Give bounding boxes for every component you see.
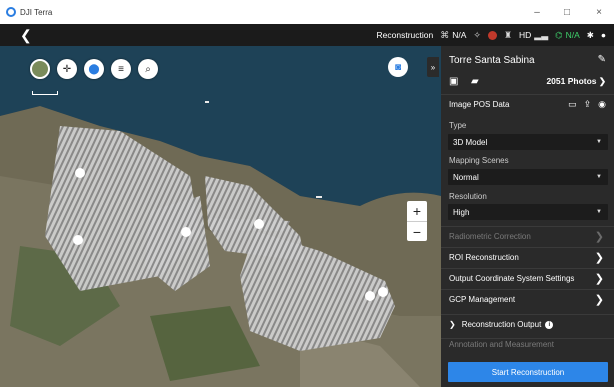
photo-count[interactable]: 2051 Photos ❯ — [546, 76, 606, 86]
annotation-row[interactable]: Annotation and Measurement — [441, 338, 614, 350]
zoom-in-button[interactable]: + — [412, 203, 422, 219]
user-button[interactable]: ● — [601, 30, 606, 40]
gcp-management-label: GCP Management — [449, 295, 516, 304]
gps-status: ✧ — [473, 30, 481, 41]
search-button[interactable]: ⌕ — [138, 59, 158, 79]
image-icon: ▣ — [449, 76, 459, 87]
image-pos-data-label: Image POS Data — [449, 100, 510, 109]
mapping-scenes-value: Normal — [453, 172, 479, 182]
crosshair-icon: ✛ — [62, 63, 72, 75]
output-coordinate-row[interactable]: Output Coordinate System Settings ❯ — [441, 268, 614, 288]
aircraft-icon: ⌘ — [440, 29, 450, 40]
satellite-icon: ✧ — [473, 29, 481, 40]
search-icon: ⌕ — [145, 63, 151, 75]
list-button[interactable]: ≡ — [111, 59, 131, 79]
zoom-control: + − — [407, 201, 427, 241]
project-name: Torre Santa Sabina — [449, 55, 535, 66]
record-status — [487, 30, 497, 40]
record-icon — [487, 30, 497, 40]
zoom-out-button[interactable]: − — [407, 221, 427, 241]
type-label: Type — [449, 121, 467, 130]
reconstruction-panel: Torre Santa Sabina ✎ ▣ ▰ 2051 Photos ❯ I… — [441, 46, 614, 387]
window-title: DJI Terra — [20, 7, 53, 17]
output-coordinate-label: Output Coordinate System Settings — [449, 274, 575, 283]
remote-signal: ♜ — [504, 30, 512, 41]
caret-down-icon: ▼ — [596, 209, 602, 215]
roi-reconstruction-label: ROI Reconstruction — [449, 253, 519, 262]
aircraft-status-value: N/A — [452, 30, 467, 40]
hd-signal: HD ▂▃ — [519, 30, 548, 41]
satellite-map — [0, 46, 441, 387]
caret-down-icon: ▼ — [596, 139, 602, 145]
resolution-value: High — [453, 207, 470, 217]
window-titlebar: DJI Terra – □ × — [0, 0, 614, 24]
list-icon: ≡ — [118, 63, 124, 75]
map-view[interactable]: ✛ ⬤ ≡ ⌕ ◙ » + − — [0, 46, 441, 387]
settings-button[interactable]: ✱ — [587, 30, 594, 41]
status-group: Reconstruction ⌘ N/A ✧ ♜ HD ▂▃ ⌬ N/A ✱ ● — [377, 24, 606, 46]
location-pin-icon: ⬤ — [88, 63, 100, 75]
radiometric-correction-row[interactable]: Radiometric Correction ❯ — [441, 226, 614, 246]
hd-label: HD — [519, 30, 532, 40]
gcp-management-row[interactable]: GCP Management ❯ — [441, 289, 614, 309]
remote-controller-icon: ♜ — [503, 29, 513, 40]
signal-bars-icon: ▂▃ — [534, 29, 549, 40]
map-layer-button[interactable] — [30, 59, 50, 79]
reconstruction-output-row[interactable]: ❯ Reconstruction Output i — [441, 314, 614, 334]
type-value: 3D Model — [453, 137, 488, 147]
rtk-status-value: N/A — [565, 30, 580, 40]
camera-button[interactable]: ◙ — [388, 57, 408, 77]
camera-icon: ◙ — [394, 61, 402, 73]
map-scale-bar — [32, 91, 58, 95]
caret-down-icon: ▼ — [596, 174, 602, 180]
edit-project-button[interactable]: ✎ — [598, 54, 606, 65]
type-select[interactable]: 3D Model ▼ — [448, 134, 608, 150]
annotation-label: Annotation and Measurement — [449, 340, 554, 349]
locate-aircraft-button[interactable]: ✛ — [57, 59, 77, 79]
map-toolbar: ✛ ⬤ ≡ ⌕ — [30, 59, 158, 79]
reconstruction-output-label: Reconstruction Output — [461, 320, 542, 329]
folder-icon: ▰ — [471, 76, 479, 87]
minimize-button[interactable]: – — [534, 6, 540, 18]
gear-icon: ✱ — [586, 29, 594, 40]
collapse-panel-button[interactable]: » — [427, 57, 439, 77]
start-reconstruction-button[interactable]: Start Reconstruction — [448, 362, 608, 382]
eye-icon[interactable]: ◉ — [598, 99, 606, 109]
aircraft-status: ⌘ N/A — [440, 30, 466, 41]
pos-import-icon[interactable]: ⇪ — [583, 99, 592, 109]
pos-edit-icon[interactable]: ▭ — [568, 99, 577, 109]
user-icon: ● — [600, 30, 606, 40]
mapping-scenes-select[interactable]: Normal ▼ — [448, 169, 608, 185]
rtk-icon: ⌬ — [555, 29, 563, 40]
resolution-select[interactable]: High ▼ — [448, 204, 608, 220]
resolution-label: Resolution — [449, 192, 487, 201]
maximize-button[interactable]: □ — [563, 6, 571, 18]
photos-row[interactable]: ▣ ▰ 2051 Photos ❯ — [441, 71, 614, 93]
app-topbar: ❮ Reconstruction ⌘ N/A ✧ ♜ HD ▂▃ ⌬ N/A ✱… — [0, 24, 614, 46]
back-button[interactable]: ❮ — [20, 26, 32, 43]
rtk-status: ⌬ N/A — [555, 30, 580, 41]
my-location-button[interactable]: ⬤ — [84, 59, 104, 79]
radiometric-correction-label: Radiometric Correction — [449, 232, 531, 241]
pencil-icon: ✎ — [597, 54, 606, 65]
chevron-right-icon: ❯ — [594, 231, 604, 243]
info-icon[interactable]: i — [545, 320, 554, 329]
mapping-scenes-label: Mapping Scenes — [449, 156, 509, 165]
chevron-right-icon: ❯ — [594, 294, 604, 306]
image-pos-data-row: Image POS Data ▭ ⇪ ◉ — [441, 94, 614, 114]
close-button[interactable]: × — [596, 6, 602, 18]
dji-terra-logo-icon — [6, 7, 16, 17]
chevron-right-icon: ❯ — [594, 273, 604, 285]
roi-reconstruction-row[interactable]: ROI Reconstruction ❯ — [441, 247, 614, 267]
mode-label: Reconstruction — [376, 30, 434, 40]
chevron-right-icon: ❯ — [449, 320, 456, 329]
chevron-right-icon: ❯ — [594, 252, 604, 264]
